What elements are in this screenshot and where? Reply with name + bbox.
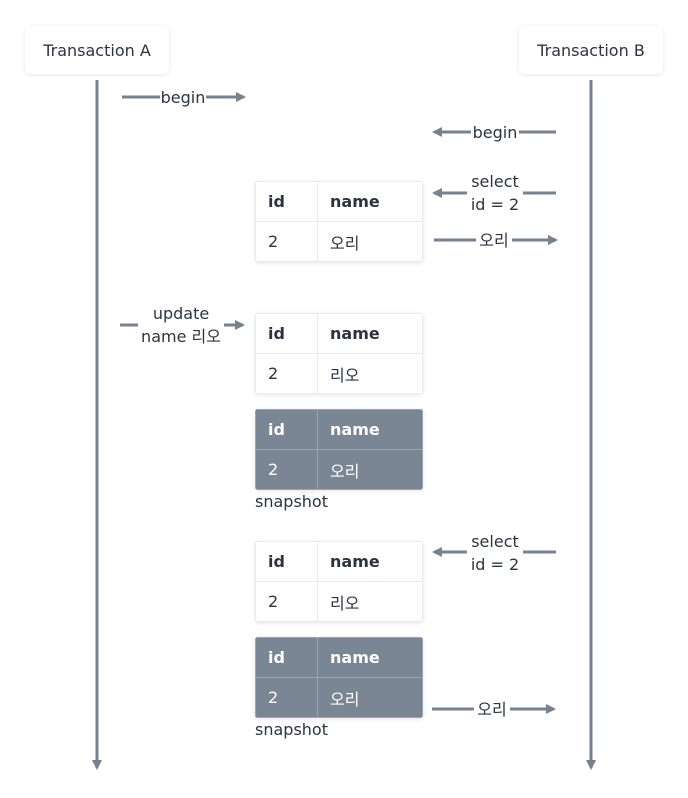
cell-id: 2 (255, 449, 318, 490)
header-id: id (255, 637, 318, 678)
label-b-select-2: select id = 2 (467, 530, 523, 576)
actor-a-label: Transaction A (43, 40, 151, 60)
header-name: name (317, 541, 423, 582)
table-row: 2 오리 (255, 221, 423, 262)
snapshot-label-2: snapshot (255, 720, 328, 739)
table-row: 2 오리 (255, 677, 423, 718)
table-row: 2 오리 (255, 449, 423, 490)
label-b-select-1: select id = 2 (467, 170, 523, 216)
label-b-result-1: 오리 (476, 229, 512, 252)
cell-name: 오리 (317, 221, 423, 262)
table-header-row: id name (255, 313, 423, 354)
cell-name: 오리 (317, 677, 423, 718)
cell-name: 리오 (317, 581, 423, 622)
snapshot-table-2: id name 2 오리 (255, 637, 423, 718)
actor-transaction-a: Transaction A (25, 26, 169, 74)
table-header-row: id name (255, 409, 423, 450)
cell-name: 오리 (317, 449, 423, 490)
header-id: id (255, 181, 318, 222)
actor-b-label: Transaction B (537, 40, 645, 60)
header-name: name (317, 313, 423, 354)
cell-id: 2 (255, 677, 318, 718)
actor-transaction-b: Transaction B (519, 26, 663, 74)
cell-id: 2 (255, 221, 318, 262)
label-a-update: update name 리오 (138, 302, 224, 348)
record-table-2: id name 2 리오 (255, 313, 423, 394)
header-id: id (255, 409, 318, 450)
table-row: 2 리오 (255, 581, 423, 622)
label-b-result-2: 오리 (474, 698, 510, 721)
snapshot-label-1: snapshot (255, 492, 328, 511)
snapshot-table-1: id name 2 오리 (255, 409, 423, 490)
record-table-1: id name 2 오리 (255, 181, 423, 262)
label-b-begin: begin (471, 121, 519, 144)
label-a-begin: begin (160, 86, 206, 109)
record-table-3: id name 2 리오 (255, 541, 423, 622)
table-header-row: id name (255, 181, 423, 222)
header-name: name (317, 181, 423, 222)
header-name: name (317, 409, 423, 450)
cell-id: 2 (255, 353, 318, 394)
cell-name: 리오 (317, 353, 423, 394)
table-header-row: id name (255, 541, 423, 582)
table-row: 2 리오 (255, 353, 423, 394)
header-id: id (255, 541, 318, 582)
cell-id: 2 (255, 581, 318, 622)
header-id: id (255, 313, 318, 354)
header-name: name (317, 637, 423, 678)
table-header-row: id name (255, 637, 423, 678)
